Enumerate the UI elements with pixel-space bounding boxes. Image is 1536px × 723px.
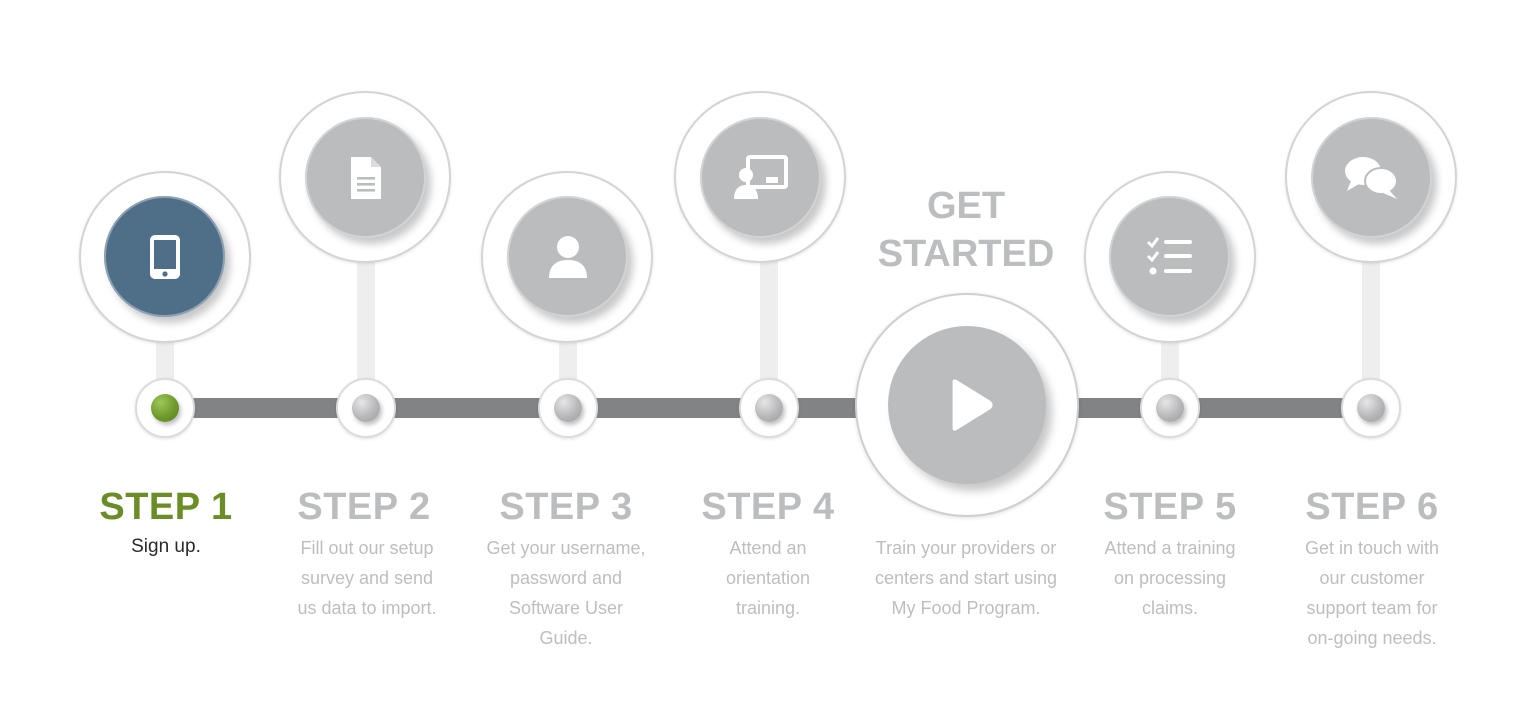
timeline-node-6[interactable] bbox=[1341, 378, 1401, 438]
step-6-description: Get in touch with our customer support t… bbox=[1282, 533, 1462, 653]
timeline-node-1[interactable] bbox=[135, 378, 195, 438]
step-6-badge[interactable] bbox=[1311, 117, 1432, 238]
step-5-description: Attend a training on processing claims. bbox=[1080, 533, 1260, 623]
desc-line: orientation bbox=[725, 568, 811, 588]
chat-icon bbox=[1344, 156, 1398, 199]
desc-line: on-going needs. bbox=[1307, 628, 1437, 648]
node-dot bbox=[755, 394, 783, 422]
presentation-icon bbox=[733, 154, 788, 199]
step-4-badge[interactable] bbox=[700, 117, 821, 238]
step-6-title: STEP 6 bbox=[1305, 486, 1439, 528]
step-5-title: STEP 5 bbox=[1103, 486, 1237, 528]
desc-line: on processing bbox=[1113, 568, 1227, 588]
step-2-description: Fill out our setup survey and send us da… bbox=[277, 533, 457, 623]
desc-line: Fill out our setup bbox=[300, 538, 434, 558]
play-icon bbox=[952, 379, 993, 431]
step-2-badge[interactable] bbox=[305, 117, 426, 238]
timeline-node-3[interactable] bbox=[538, 378, 598, 438]
step-3-badge[interactable] bbox=[507, 196, 628, 317]
timeline-node-2[interactable] bbox=[336, 378, 396, 438]
desc-line: support team for bbox=[1306, 598, 1438, 618]
get-started-line-2: STARTED bbox=[877, 233, 1055, 275]
node-dot-active bbox=[151, 394, 179, 422]
stem-step-4 bbox=[760, 235, 778, 400]
smartphone-icon bbox=[149, 234, 180, 279]
timeline-node-5[interactable] bbox=[1140, 378, 1200, 438]
node-dot bbox=[352, 394, 380, 422]
document-icon bbox=[350, 156, 381, 199]
get-started-heading: GET STARTED bbox=[866, 182, 1066, 278]
stem-step-6 bbox=[1362, 235, 1380, 400]
desc-line: our customer bbox=[1319, 568, 1425, 588]
node-dot bbox=[1357, 394, 1385, 422]
checklist-icon bbox=[1146, 236, 1192, 274]
desc-line: Get in touch with bbox=[1304, 538, 1440, 558]
desc-line: training. bbox=[735, 598, 801, 618]
step-5-badge[interactable] bbox=[1109, 196, 1230, 317]
desc-line: password and bbox=[509, 568, 623, 588]
node-dot bbox=[554, 394, 582, 422]
step-4-description: Attend an orientation training. bbox=[678, 533, 858, 623]
desc-line: My Food Program. bbox=[891, 598, 1041, 618]
step-3-title: STEP 3 bbox=[499, 486, 633, 528]
desc-line: us data to import. bbox=[297, 598, 437, 618]
step-1-title: STEP 1 bbox=[99, 486, 233, 528]
user-icon bbox=[548, 235, 587, 278]
stem-step-2 bbox=[357, 235, 375, 400]
step-4-title: STEP 4 bbox=[701, 486, 835, 528]
desc-line: Software User bbox=[508, 598, 624, 618]
desc-line: Attend a training bbox=[1104, 538, 1236, 558]
desc-line: survey and send bbox=[300, 568, 434, 588]
desc-line: Train your providers or bbox=[875, 538, 1057, 558]
get-started-line-1: GET bbox=[926, 185, 1006, 227]
desc-line: Guide. bbox=[539, 628, 593, 648]
desc-line: claims. bbox=[1141, 598, 1198, 618]
desc-line: Get your username, bbox=[486, 538, 646, 558]
step-1-description: Sign up. bbox=[76, 532, 256, 562]
step-1-badge[interactable] bbox=[104, 196, 225, 317]
step-2-title: STEP 2 bbox=[297, 486, 431, 528]
play-button[interactable] bbox=[888, 326, 1046, 484]
desc-line: Attend an bbox=[729, 538, 807, 558]
desc-line: centers and start using bbox=[874, 568, 1058, 588]
get-started-description: Train your providers or centers and star… bbox=[856, 533, 1076, 623]
desc-line: Sign up. bbox=[131, 536, 201, 557]
timeline-node-4[interactable] bbox=[739, 378, 799, 438]
step-3-description: Get your username, password and Software… bbox=[476, 533, 656, 653]
node-dot bbox=[1156, 394, 1184, 422]
